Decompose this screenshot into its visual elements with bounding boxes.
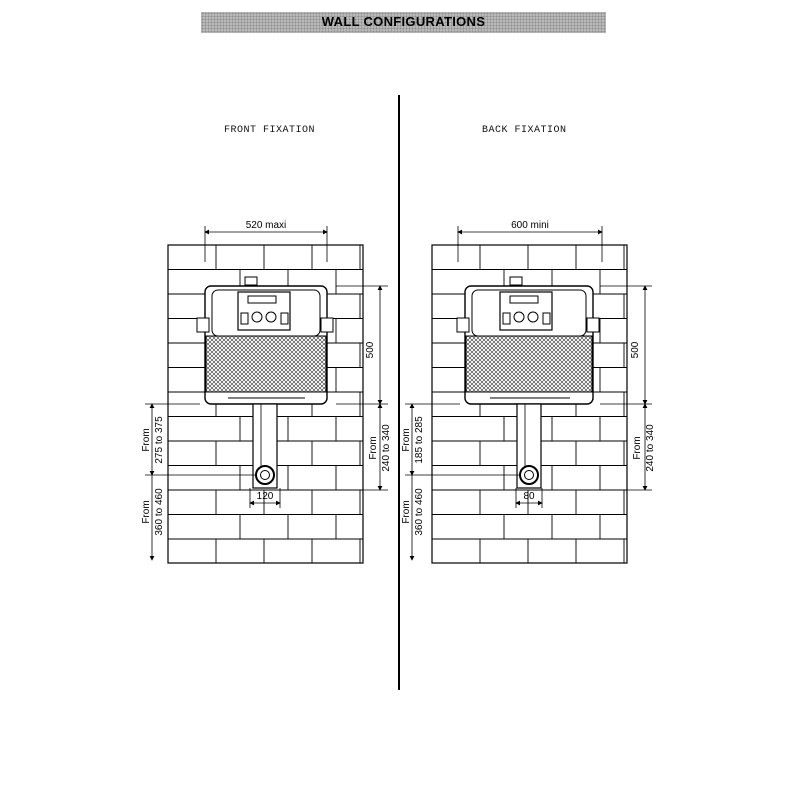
- back-pipe-label: 80: [523, 491, 535, 502]
- front-pipe-label: 120: [257, 491, 274, 502]
- back-right-dimension: [600, 403, 652, 491]
- back-left-top-range: 185 to 285: [414, 416, 425, 464]
- front-right-label-from: From: [368, 436, 379, 459]
- back-control-plate: [499, 291, 553, 331]
- back-left-top-from: From: [401, 428, 412, 451]
- back-left-bottom-from: From: [401, 500, 412, 523]
- front-cistern: [196, 276, 334, 405]
- back-height-label: 500: [630, 341, 641, 358]
- back-right-label-range: 240 to 340: [645, 424, 656, 472]
- back-cistern: [456, 276, 600, 405]
- front-left-top-from: From: [141, 428, 152, 451]
- front-brick-wall: [167, 244, 364, 564]
- front-pipe-dimension: [249, 488, 281, 508]
- front-fixation-title: FRONT FIXATION: [224, 125, 316, 136]
- back-fixation-title: BACK FIXATION: [482, 125, 567, 136]
- back-fixation-drawing: 600 mini 500 From 240 to 340 From 185 to…: [401, 220, 656, 564]
- front-right-label-range: 240 to 340: [381, 424, 392, 472]
- back-width-dimension: [457, 226, 603, 262]
- front-width-dimension: [204, 226, 328, 262]
- back-right-label-from: From: [632, 436, 643, 459]
- front-left-bottom-from: From: [141, 500, 152, 523]
- back-pipe-dimension: [515, 488, 543, 508]
- front-fixation-drawing: 520 maxi 500 From 240 to 340 From 275 to…: [141, 220, 392, 564]
- back-width-label: 600 mini: [511, 220, 549, 231]
- front-right-dimension: [336, 403, 388, 491]
- page-title: WALL CONFIGURATIONS: [321, 14, 486, 29]
- center-divider: [398, 95, 400, 690]
- back-left-bottom-range: 360 to 460: [414, 488, 425, 536]
- back-drain-pipe: [516, 403, 542, 489]
- front-left-bottom-range: 360 to 460: [154, 488, 165, 536]
- back-left-dimensions: [405, 403, 520, 561]
- front-control-plate: [237, 291, 291, 331]
- front-left-top-range: 275 to 375: [154, 416, 165, 464]
- front-left-dimensions: [145, 403, 255, 561]
- front-width-label: 520 maxi: [246, 220, 287, 231]
- front-height-label: 500: [365, 341, 376, 358]
- title-bar: WALL CONFIGURATIONS: [201, 12, 606, 33]
- front-drain-pipe: [252, 403, 278, 489]
